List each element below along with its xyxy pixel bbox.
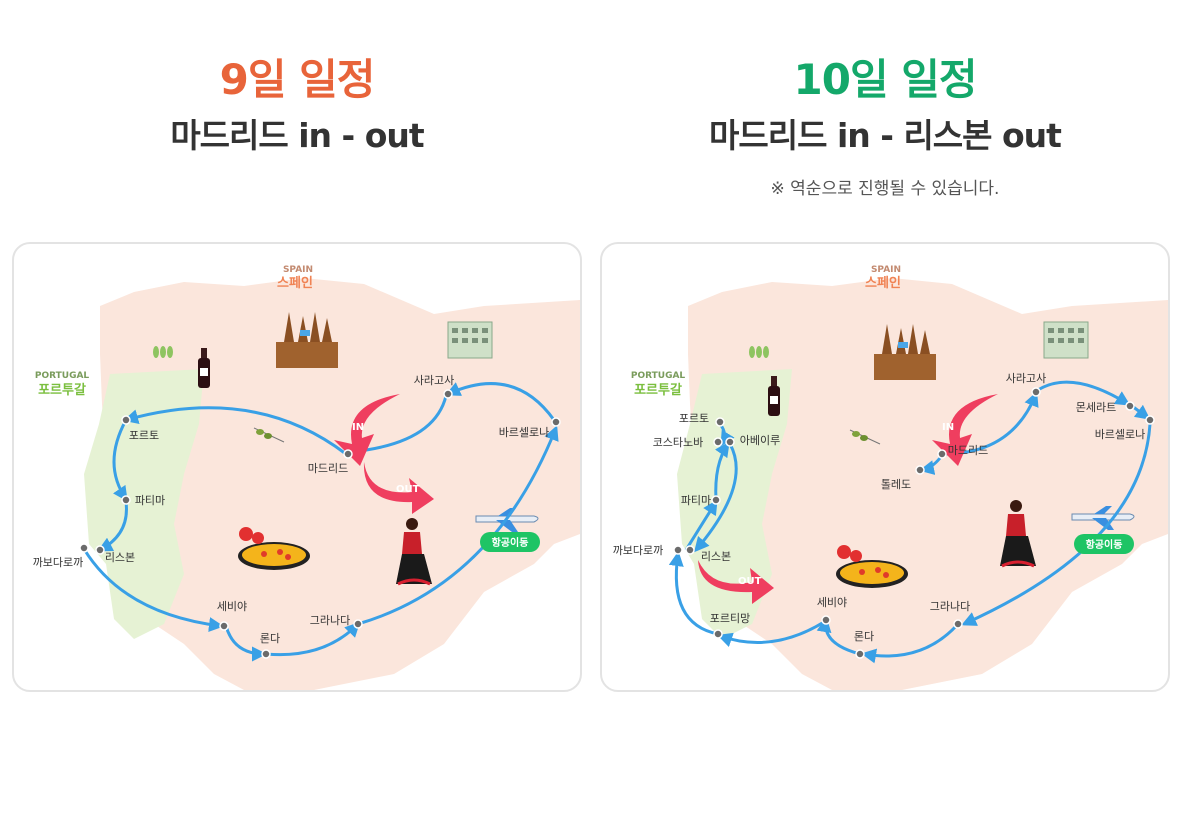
trees-icon [153, 346, 173, 358]
city-label: 코스타노바 [653, 436, 704, 449]
city-label: 그라나다 [930, 600, 970, 613]
trees-icon [749, 346, 769, 358]
out-label: OUT [396, 484, 420, 495]
city-dots-10 [673, 387, 1155, 659]
flamenco-dancer-icon [1000, 500, 1036, 568]
portugal-landmass [84, 369, 204, 639]
city-label: 론다 [260, 632, 280, 645]
in-label: IN [352, 422, 364, 433]
flight-badge: 항공이동 [480, 532, 540, 552]
city-label: 사라고사 [414, 374, 454, 387]
city-label: 까보다로까 [33, 556, 84, 569]
map-panel-9: SPAIN 스페인 PORTUGAL 포르투갈 [12, 242, 582, 692]
city-label: 파티마 [135, 494, 165, 507]
city-label: 톨레도 [881, 478, 911, 491]
city-label: 바르셀로나 [499, 426, 550, 439]
city-label: 사라고사 [1006, 372, 1046, 385]
route-lines-9 [82, 382, 559, 662]
sagrada-familia-icon [276, 312, 338, 368]
city-label: 세비야 [817, 596, 847, 609]
itinerary-map-9: SPAIN 스페인 PORTUGAL 포르투갈 [33, 265, 580, 690]
portugal-label-en: PORTUGAL [35, 371, 90, 381]
city-label: 리스본 [701, 550, 731, 563]
flight-badge-label: 항공이동 [492, 536, 529, 549]
in-arrow: IN [932, 394, 998, 466]
city-label: 리스본 [105, 551, 135, 564]
in-label: IN [942, 422, 954, 433]
city-label: 까보다로까 [613, 544, 664, 557]
itinerary-10-title: 10일 일정 [793, 55, 978, 104]
city-label: 파티마 [681, 494, 711, 507]
city-label: 포르토 [129, 429, 159, 442]
city-label: 그라나다 [310, 614, 350, 627]
portugal-landmass [677, 369, 792, 639]
out-label: OUT [738, 576, 762, 587]
city-label: 아베이루 [740, 434, 780, 447]
sagrada-familia-icon [874, 324, 936, 380]
spain-label-en: SPAIN [871, 265, 901, 275]
flamenco-dancer-icon [396, 518, 432, 586]
olive-icon [253, 427, 285, 443]
paella-icon [238, 527, 310, 570]
city-label: 포르토 [679, 412, 709, 425]
spain-label-ko: 스페인 [277, 275, 313, 291]
city-label: 몬세라트 [1076, 401, 1116, 414]
city-label: 론다 [854, 630, 874, 643]
airplane-icon [1071, 506, 1135, 530]
spain-label-ko: 스페인 [865, 275, 901, 291]
wine-bottle-icon [768, 376, 780, 416]
city-label: 세비야 [217, 600, 247, 613]
itinerary-10-subtitle: 마드리드 in - 리스본 out [709, 116, 1062, 155]
itinerary-10-heading: 10일 일정 마드리드 in - 리스본 out ※ 역순으로 진행될 수 있습… [600, 50, 1170, 199]
portugal-label-ko: 포르투갈 [634, 383, 682, 398]
out-arrow: OUT [698, 560, 774, 604]
olive-icon [849, 429, 881, 445]
portugal-label-ko: 포르투갈 [38, 383, 86, 398]
wine-bottle-icon [198, 348, 210, 388]
itinerary-10-note: ※ 역순으로 진행될 수 있습니다. [770, 179, 1000, 199]
city-dots-9 [79, 389, 561, 659]
itinerary-9-title: 9일 일정 [219, 55, 376, 104]
itinerary-9-subtitle: 마드리드 in - out [170, 116, 424, 155]
spain-label-en: SPAIN [283, 265, 313, 275]
itinerary-map-10: SPAIN 스페인 PORTUGAL 포르투갈 [613, 265, 1168, 690]
building-icon [447, 321, 493, 359]
portugal-label-en: PORTUGAL [631, 371, 686, 381]
city-label: 포르티망 [710, 612, 750, 625]
route-lines-10 [668, 380, 1152, 664]
city-label: 마드리드 [948, 444, 988, 457]
spain-landmass [688, 278, 1168, 690]
building-icon [1043, 321, 1089, 359]
flight-badge: 항공이동 [1074, 534, 1134, 554]
paella-icon [836, 545, 908, 588]
flight-badge-label: 항공이동 [1086, 538, 1123, 551]
map-panel-10: SPAIN 스페인 PORTUGAL 포르투갈 [600, 242, 1170, 692]
in-arrow: IN [334, 394, 400, 466]
city-label: 바르셀로나 [1095, 428, 1146, 441]
out-arrow: OUT [363, 462, 434, 514]
itinerary-9-heading: 9일 일정 마드리드 in - out [12, 50, 582, 160]
city-label: 마드리드 [308, 462, 348, 475]
spain-landmass [100, 278, 580, 690]
